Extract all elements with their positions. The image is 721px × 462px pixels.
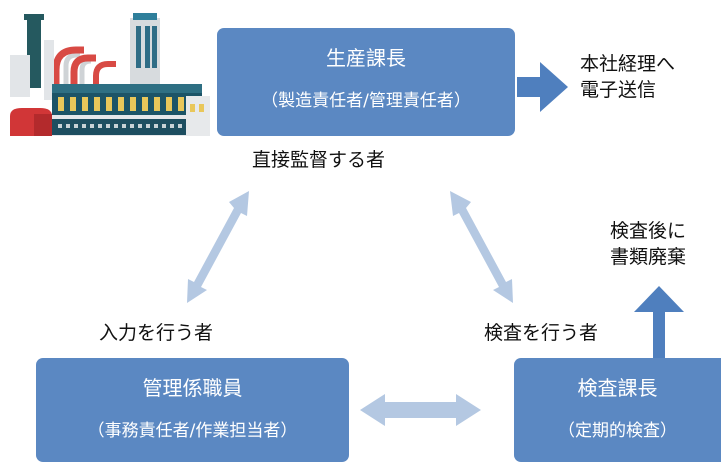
inspection-manager-title: 検査課長 [577, 376, 658, 400]
arrow-top-right [450, 191, 513, 303]
production-manager-title: 生産課長 [326, 46, 406, 70]
headoffice-label-line1: 本社経理へ [580, 53, 676, 75]
inspection-role-label: 検査を行う者 [484, 322, 599, 344]
admin-staff-title: 管理係職員 [142, 376, 243, 400]
admin-staff-box: 管理係職員 （事務責任者/作業担当者） [36, 358, 349, 462]
admin-staff-subtitle: （事務責任者/作業担当者） [87, 421, 298, 441]
production-manager-box: 生産課長 （製造責任者/管理責任者） [217, 28, 515, 136]
inspection-manager-subtitle: （定期的検査） [558, 421, 677, 441]
arrow-to-headoffice [517, 62, 568, 112]
headoffice-label-line2: 電子送信 [580, 79, 657, 101]
supervisor-label: 直接監督する者 [252, 149, 386, 171]
input-role-label: 入力を行う者 [99, 322, 214, 344]
disposal-label-line2: 書類廃棄 [610, 246, 687, 268]
arrow-top-left [187, 191, 249, 303]
inspection-manager-box: 検査課長 （定期的検査） [514, 358, 721, 462]
disposal-label-line1: 検査後に [610, 220, 687, 242]
arrow-to-disposal [634, 286, 684, 360]
arrow-left-right [360, 394, 481, 426]
production-manager-subtitle: （製造責任者/管理責任者） [261, 91, 471, 111]
